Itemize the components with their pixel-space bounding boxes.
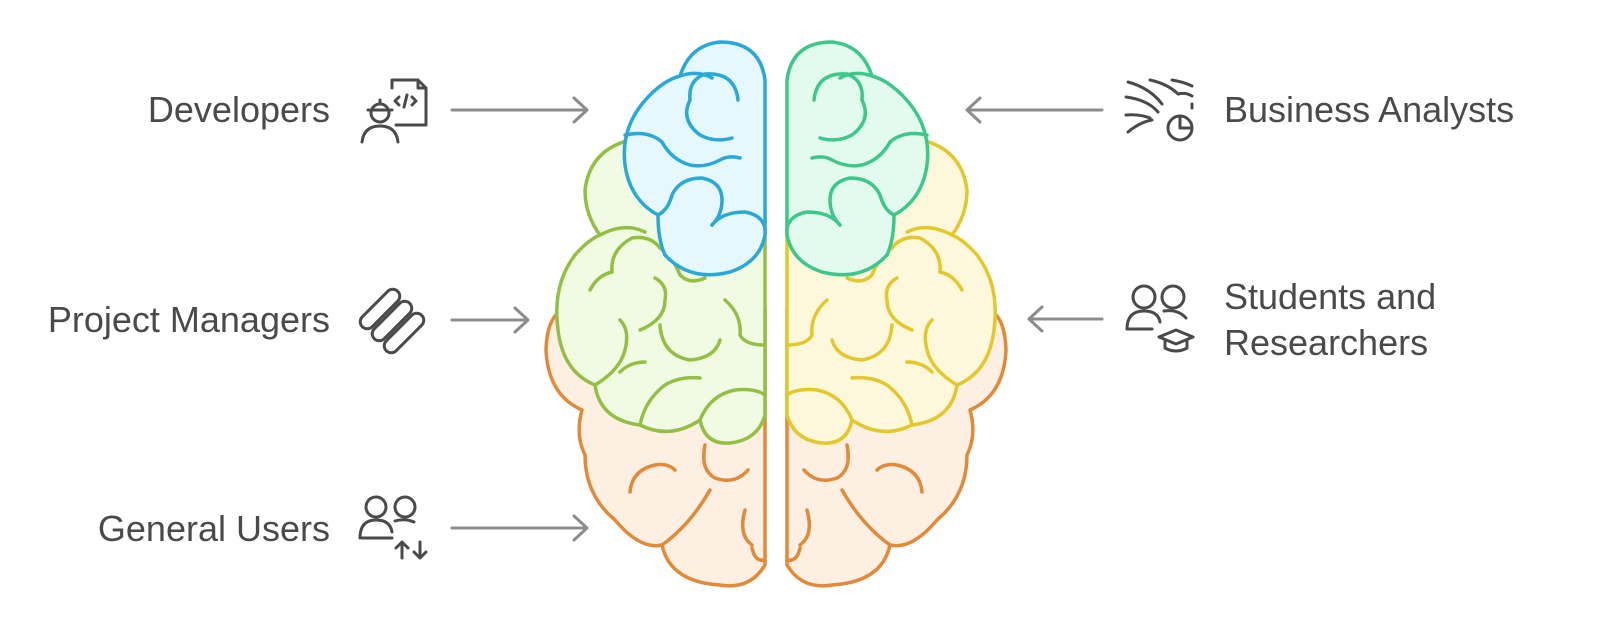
students-label-line1: Students and <box>1224 276 1436 317</box>
business-analysts-arrow <box>965 96 1104 124</box>
students-researchers-arrow <box>1027 305 1104 333</box>
wind-chart-icon <box>1124 78 1194 142</box>
students-researchers-row: Students and Researchers <box>1027 276 1436 363</box>
general-users-label: General Users <box>98 508 330 549</box>
users-swap-icon <box>358 495 428 560</box>
project-managers-label: Project Managers <box>48 299 330 340</box>
project-managers-row: Project Managers <box>48 287 530 355</box>
business-analysts-label: Business Analysts <box>1224 89 1514 130</box>
developer-with-code-icon <box>360 78 428 144</box>
linked-pills-icon <box>358 287 426 355</box>
business-analysts-row: Business Analysts <box>965 78 1514 142</box>
general-users-row: General Users <box>98 495 589 560</box>
developers-arrow <box>450 96 589 124</box>
developers-label: Developers <box>148 89 330 130</box>
brain-left-blue-lobe <box>622 40 767 277</box>
brain <box>544 40 1008 588</box>
project-managers-arrow <box>450 306 530 334</box>
general-users-arrow <box>450 514 589 542</box>
users-graduation-icon <box>1125 284 1195 353</box>
students-label-line2: Researchers <box>1224 322 1428 363</box>
brain-right-green-lobe <box>785 40 930 277</box>
developers-row: Developers <box>148 78 589 144</box>
